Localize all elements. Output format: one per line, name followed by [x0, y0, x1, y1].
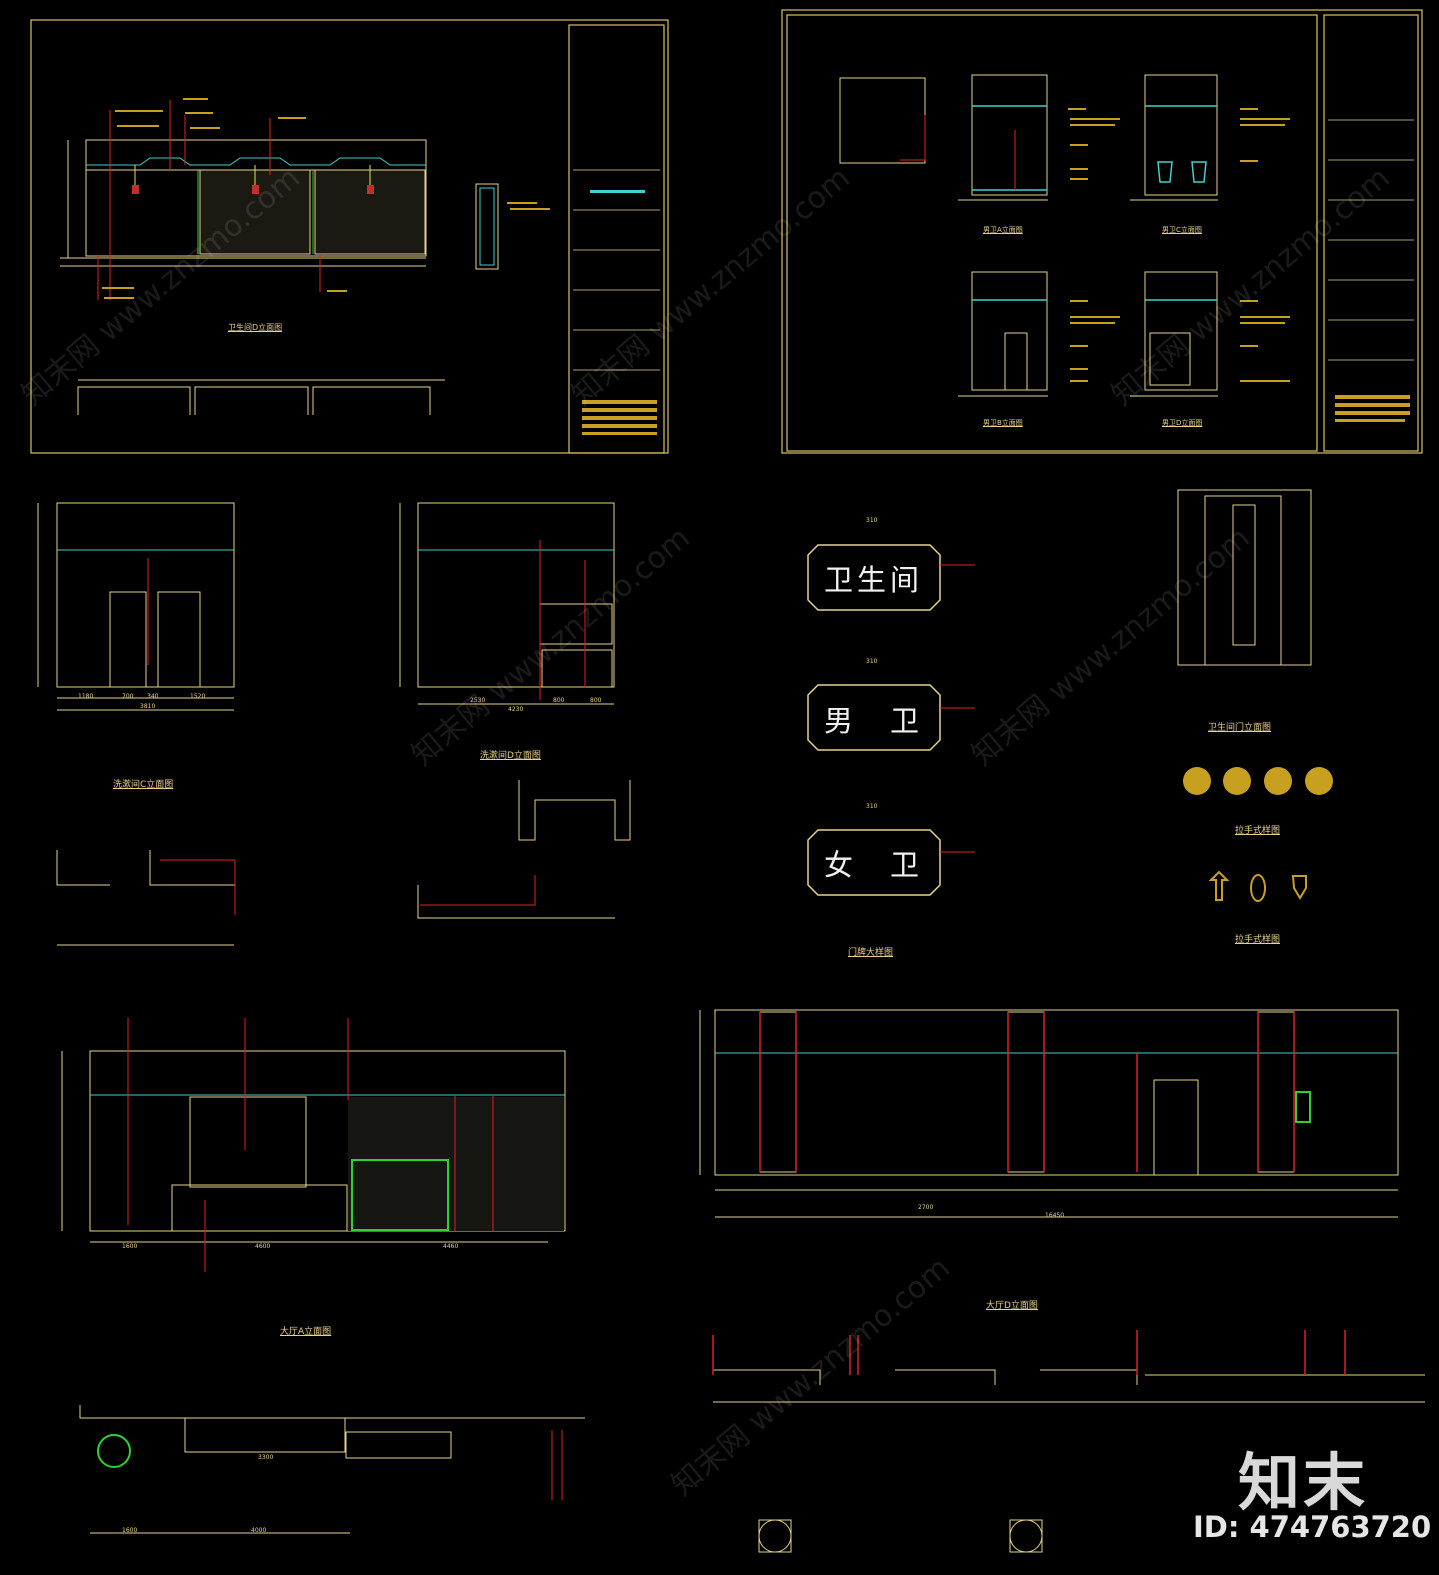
sign-frame-1 — [807, 544, 941, 611]
title-door-sign-detail: 门牌大样图 — [848, 948, 894, 958]
title-handle-style-1: 拉手式样图 — [1235, 826, 1281, 836]
dim-label: 310 — [866, 517, 878, 524]
title-toilet-door-elevation: 卫生间门立面图 — [1208, 723, 1272, 733]
dim-label: 340 — [147, 693, 159, 700]
sheet-2-frame — [781, 9, 1423, 454]
dim-label: 310 — [866, 658, 878, 665]
title-washroom-c-elevation: 洗漱间C立面图 — [113, 780, 174, 790]
sheet-1-frame — [30, 19, 669, 454]
dim-label: 4460 — [443, 1243, 459, 1250]
dim-label: 310 — [866, 803, 878, 810]
dim-label: 1600 — [122, 1527, 138, 1534]
dim-label: 2530 — [470, 697, 486, 704]
dim-label: 4600 — [255, 1243, 271, 1250]
dim-label: 700 — [122, 693, 134, 700]
dim-label: 800 — [590, 697, 602, 704]
dim-label: 16450 — [1045, 1212, 1065, 1219]
brand-logo: 知末 — [1238, 1446, 1369, 1519]
dim-label: 2700 — [918, 1204, 934, 1211]
dim-label: 800 — [553, 697, 565, 704]
sign-frame-2 — [807, 684, 941, 751]
title-washroom-d-elevation: 洗漱间D立面图 — [480, 751, 541, 761]
sign-text-toilet: 卫生间 — [824, 563, 924, 597]
dim-label: 4230 — [508, 706, 524, 713]
title-toilet-d-elevation: 卫生间D立面图 — [228, 323, 283, 332]
title-mens-d-elevation: 男卫D立面图 — [1162, 419, 1203, 427]
dim-label: 3300 — [258, 1454, 274, 1461]
dim-label: 1180 — [78, 693, 94, 700]
sign-text-mens: 男 卫 — [824, 704, 924, 738]
sign-text-womens: 女 卫 — [824, 848, 924, 882]
title-handle-style-2: 拉手式样图 — [1235, 935, 1281, 945]
dim-label: 3810 — [140, 703, 156, 710]
title-mens-c-elevation: 男卫C立面图 — [1162, 226, 1202, 234]
title-mens-a-elevation: 男卫A立面图 — [983, 226, 1023, 234]
dim-label: 1520 — [190, 693, 206, 700]
dim-label: 1600 — [122, 1243, 138, 1250]
sign-frame-3 — [807, 829, 941, 896]
title-hall-d-elevation: 大厅D立面图 — [986, 1301, 1038, 1311]
dim-label: 4000 — [251, 1527, 267, 1534]
brand-id: ID: 474763720 — [1193, 1510, 1432, 1544]
title-mens-b-elevation: 男卫B立面图 — [983, 419, 1023, 427]
title-hall-a-elevation: 大厅A立面图 — [280, 1327, 332, 1337]
